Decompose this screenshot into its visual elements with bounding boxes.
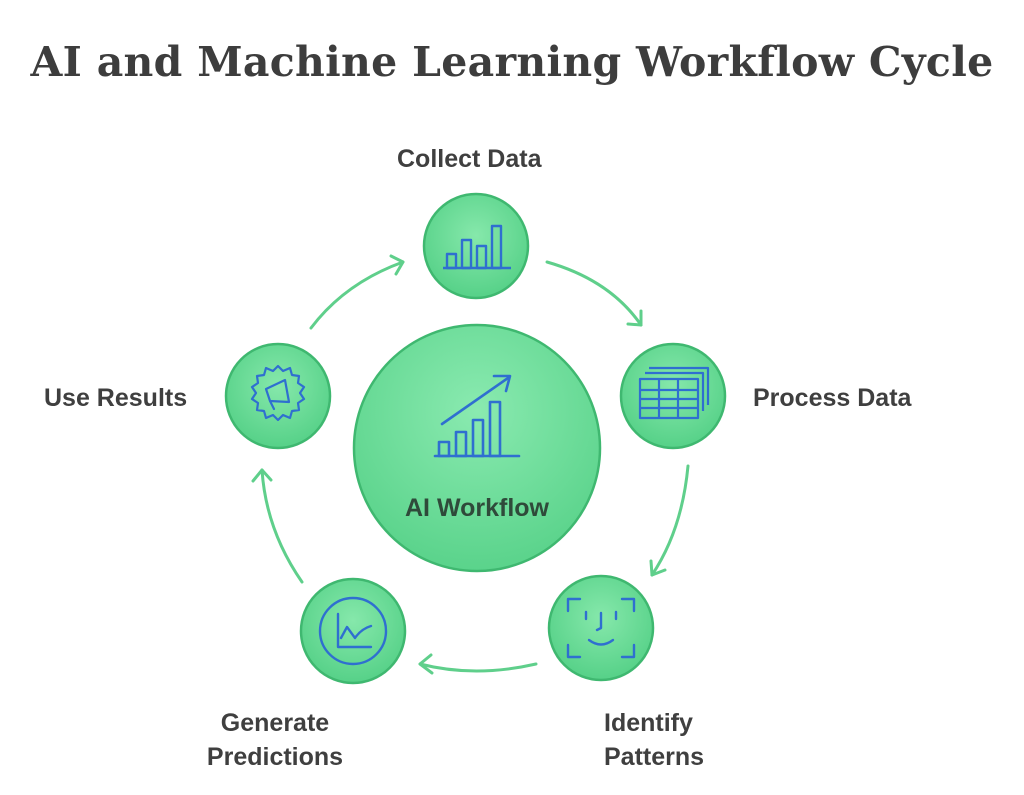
label-collect-data: Collect Data (397, 145, 542, 173)
line-chart-icon (318, 596, 388, 666)
arrow-results-to-collect (309, 254, 405, 330)
step-node-use-results (224, 342, 332, 450)
spreadsheet-stack-icon (638, 366, 710, 420)
arrow-collect-to-process (545, 260, 643, 327)
center-node (352, 323, 602, 573)
center-label: AI Workflow (405, 494, 549, 522)
megaphone-gear-icon (250, 364, 306, 422)
step-node-process-data (619, 342, 727, 450)
growth-chart-icon (433, 374, 521, 458)
arrow-process-to-identify (649, 464, 690, 577)
label-generate-predictions-line2: Predictions (206, 743, 344, 771)
label-generate-predictions-line1: Generate (220, 709, 330, 737)
arrow-identify-to-predictions (418, 653, 538, 675)
arrow-predictions-to-results (251, 468, 304, 584)
step-node-generate-predictions (299, 577, 407, 685)
label-identify-patterns-line2: Patterns (604, 743, 705, 771)
diagram-title: AI and Machine Learning Workflow Cycle (30, 38, 994, 86)
label-generate-predictions: Generate Predictions (200, 706, 350, 774)
cycle-arrows (251, 254, 690, 675)
label-process-data: Process Data (753, 384, 912, 412)
step-node-identify-patterns (547, 574, 655, 682)
bar-chart-icon (443, 224, 511, 270)
face-scan-icon (566, 597, 636, 659)
label-use-results: Use Results (44, 384, 188, 412)
label-identify-patterns-line1: Identify (604, 709, 693, 737)
step-node-collect-data (422, 192, 530, 300)
label-identify-patterns: Identify Patterns (604, 706, 704, 774)
